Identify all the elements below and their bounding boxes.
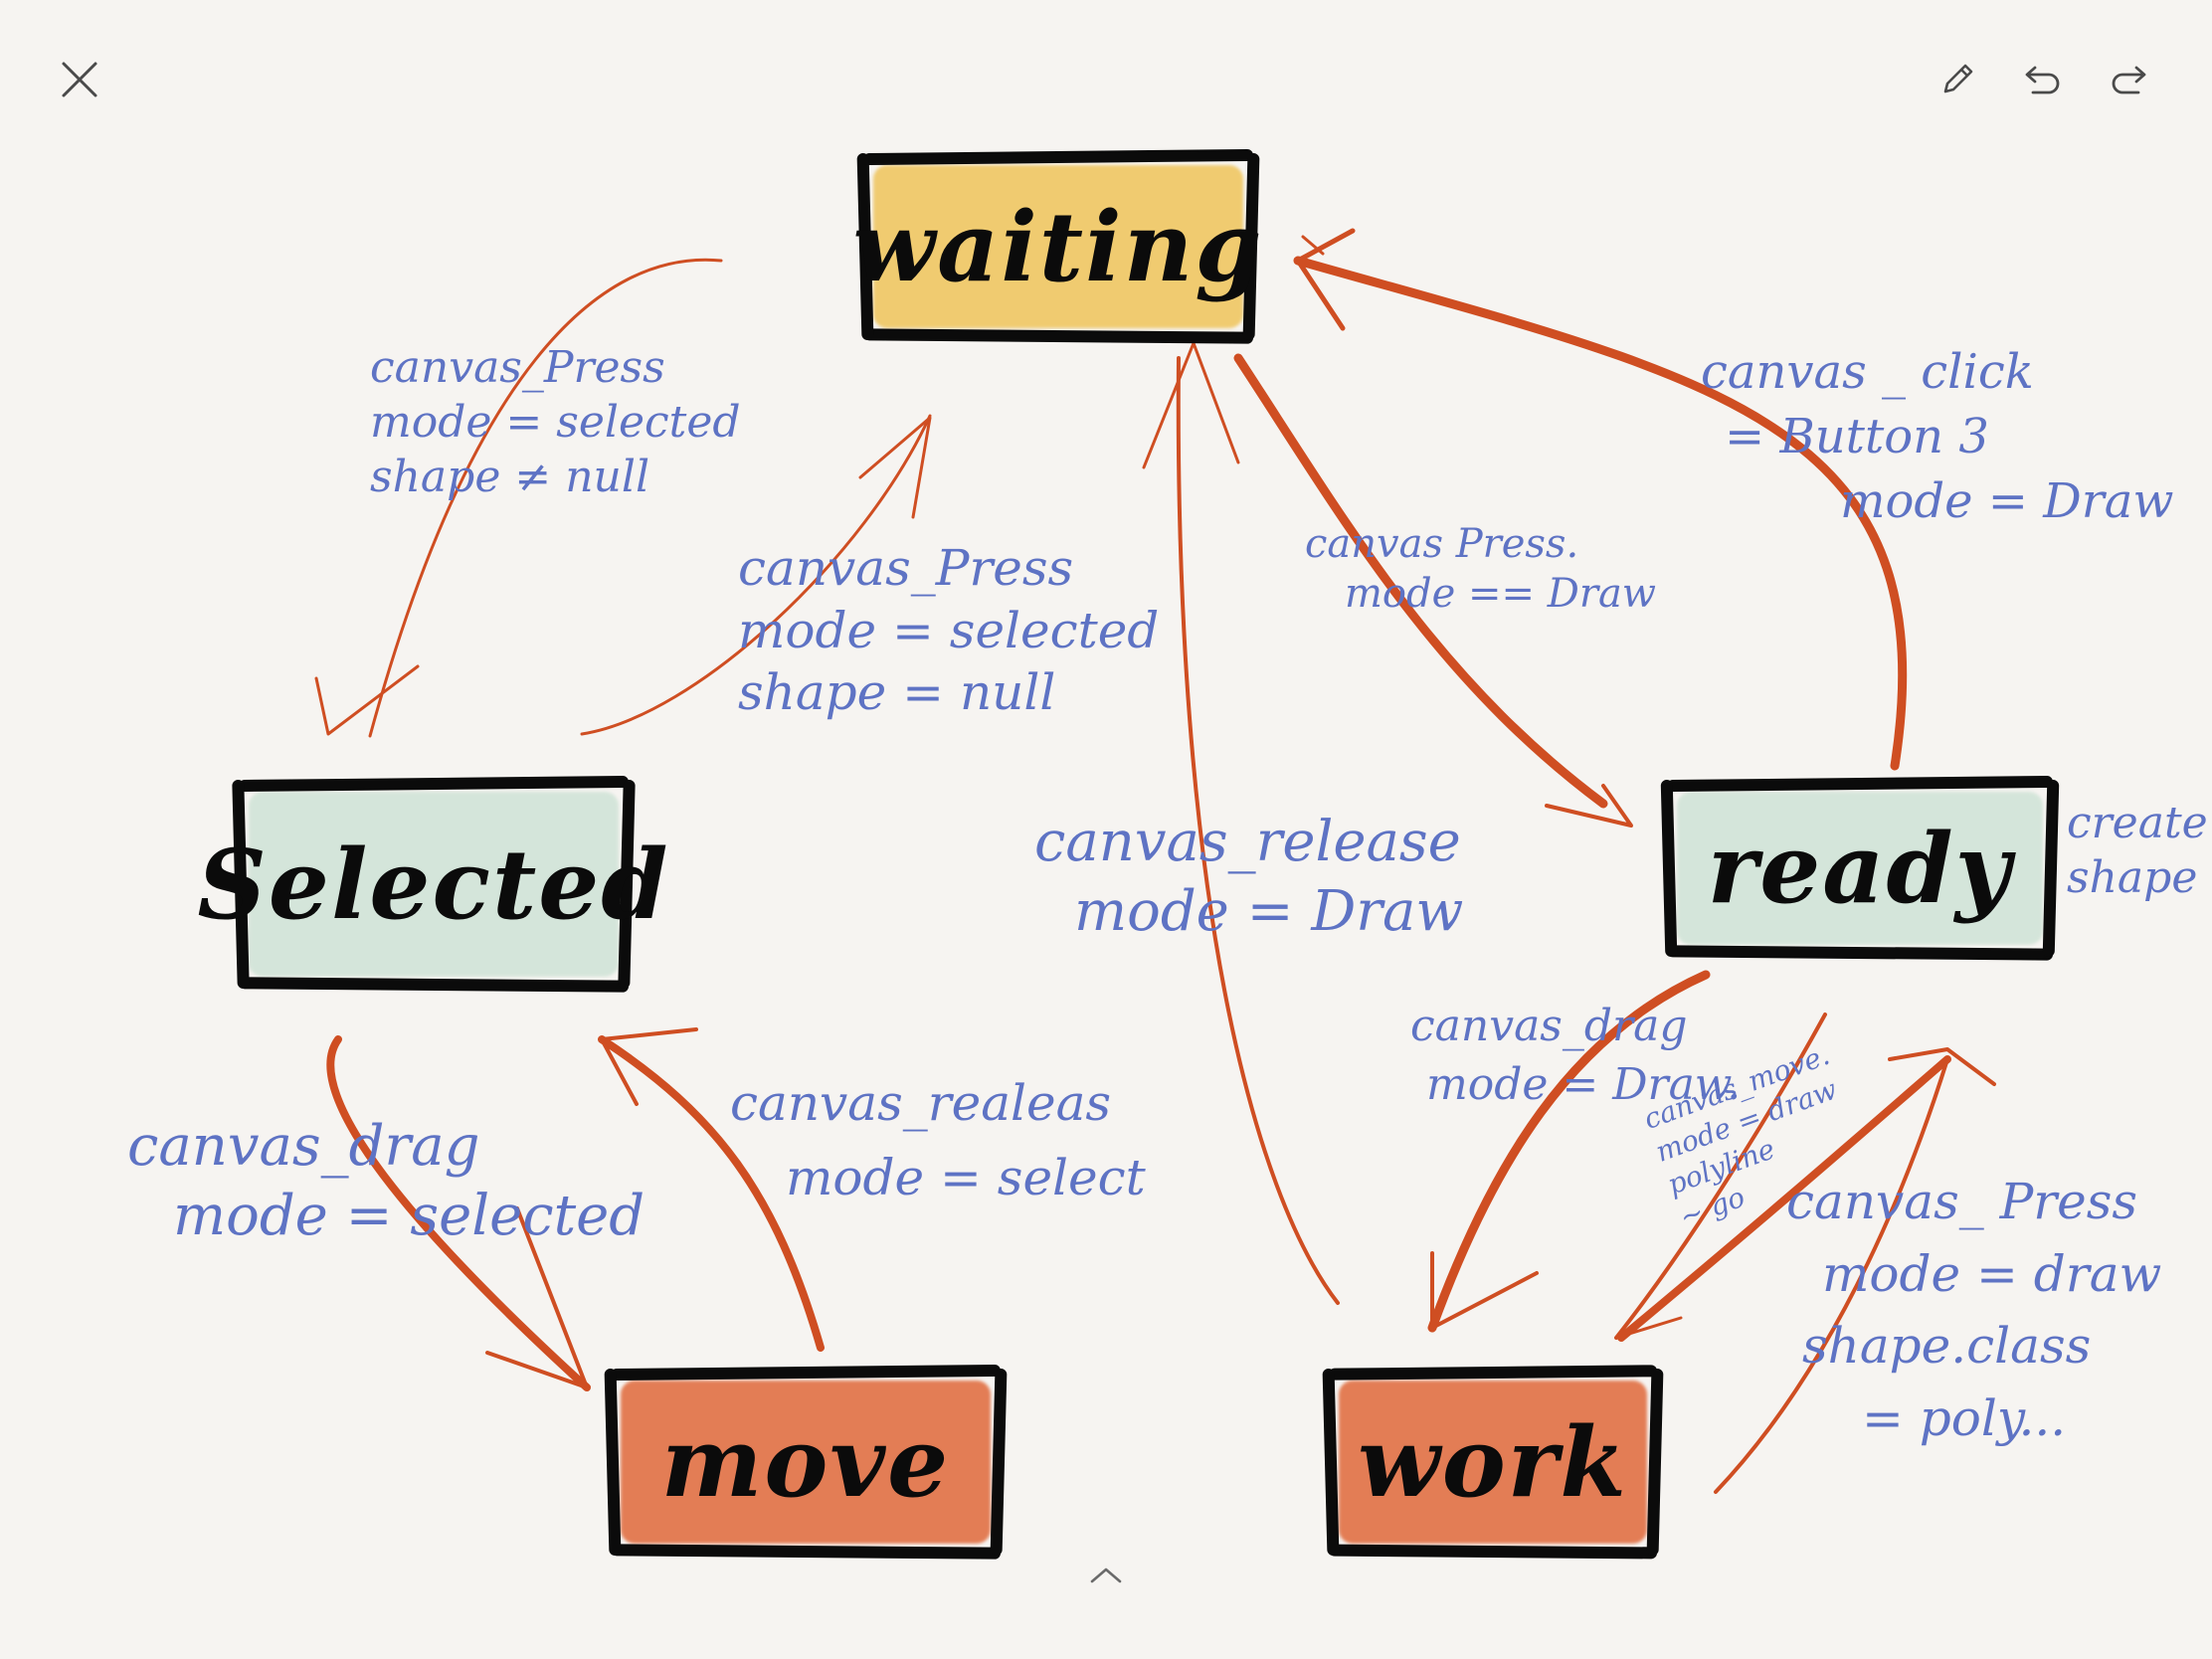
close-button[interactable] (48, 48, 111, 111)
close-icon (62, 62, 97, 97)
state-move-label: move (660, 1405, 951, 1519)
note-ready-side: create shape (2067, 798, 2208, 903)
state-selected-label: Selected (197, 828, 670, 941)
state-ready: ready (1660, 774, 2060, 963)
state-work: work (1322, 1363, 1664, 1562)
note-move-to-selected: canvas_realeas mode = select (730, 1074, 1146, 1206)
note-ready-to-work: canvas_drag mode = Draw. (1410, 1001, 1742, 1111)
arrowhead (858, 416, 932, 519)
note-work-press: canvas_ Press mode = draw shape.class = … (1786, 1173, 2162, 1447)
arrowhead (1430, 1251, 1539, 1330)
arrowhead (600, 1027, 698, 1106)
arrowhead (1545, 784, 1633, 828)
state-work-label: work (1358, 1405, 1628, 1519)
pen-button[interactable] (1926, 48, 1989, 111)
redo-icon (2112, 66, 2146, 94)
state-move: move (604, 1363, 1008, 1562)
note-waiting-to-ready: canvas Press. mode == Draw (1305, 521, 1657, 617)
arrowhead (314, 664, 420, 736)
arrowhead (1295, 228, 1356, 331)
redo-button[interactable] (2097, 48, 2160, 111)
waiting-hook (1301, 235, 1325, 256)
note-work-to-waiting: canvas_release mode = Draw (1034, 810, 1464, 944)
state-waiting-label: waiting (852, 190, 1264, 303)
undo-icon (2025, 66, 2060, 94)
state-selected: Selected (198, 774, 667, 995)
undo-button[interactable] (2011, 48, 2075, 111)
note-selected-to-waiting: canvas_Press mode = selected shape = nul… (738, 539, 1160, 721)
arrowhead (1888, 1047, 1996, 1086)
note-ready-to-waiting: canvas _ click = Button 3 mode = Draw (1701, 344, 2174, 529)
state-ready-label: ready (1707, 812, 2013, 925)
pen-icon (1943, 64, 1973, 93)
note-selected-to-move: canvas_drag mode = selected (127, 1114, 645, 1248)
arrowhead (1614, 1316, 1683, 1340)
expand-button[interactable] (1074, 1544, 1138, 1607)
note-waiting-to-selected: canvas_Press mode = selected shape ≠ nul… (370, 342, 741, 502)
arrowhead (1142, 341, 1240, 469)
state-waiting: waiting (852, 147, 1262, 346)
chevron-up-icon (1090, 1567, 1122, 1583)
